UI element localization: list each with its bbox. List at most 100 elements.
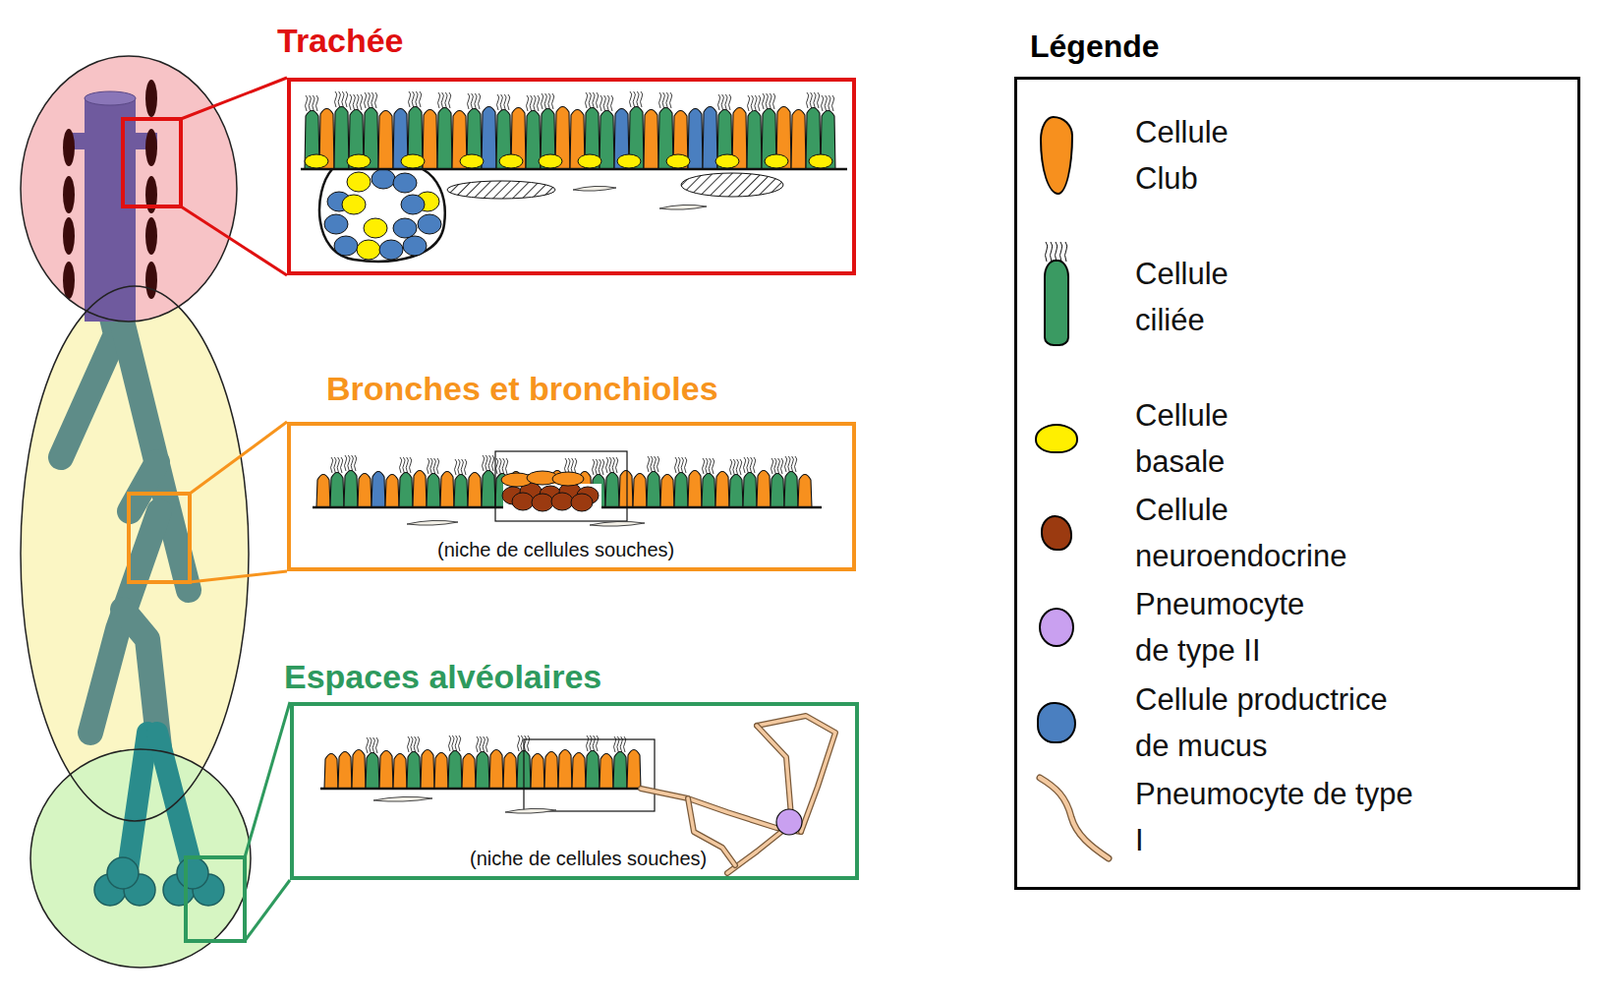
- cilium: [371, 92, 374, 109]
- cilium: [474, 93, 477, 110]
- cilium: [824, 95, 827, 112]
- cilium: [571, 457, 573, 474]
- cilium: [548, 93, 551, 110]
- cilium: [821, 95, 824, 112]
- club-cell: [357, 473, 372, 509]
- cilium: [647, 456, 650, 472]
- cilium: [1060, 241, 1063, 262]
- legend-label: Cellule productrice de mucus: [1135, 676, 1421, 769]
- cilium: [413, 736, 416, 752]
- cilium: [586, 735, 589, 751]
- cilium: [427, 457, 430, 474]
- cilium: [400, 457, 402, 473]
- club-cell: [467, 472, 482, 509]
- cilium: [603, 95, 606, 112]
- club-cell: [434, 752, 449, 790]
- niche-caption: (niche de cellules souches): [434, 537, 678, 562]
- cilium: [410, 736, 413, 752]
- cilium: [657, 456, 660, 472]
- club-cell: [687, 470, 702, 509]
- cartilage-ring: [145, 128, 158, 167]
- cilium: [721, 94, 724, 111]
- cilium: [1055, 241, 1058, 262]
- ciliated-cell: [605, 472, 620, 509]
- cilium: [809, 92, 812, 109]
- cilium: [785, 456, 788, 472]
- cilium: [372, 737, 375, 753]
- cilium: [733, 458, 736, 475]
- legend-label: Cellule neuroendocrine: [1135, 486, 1362, 579]
- cilium: [743, 457, 746, 473]
- cilium: [405, 457, 408, 473]
- cilium: [338, 91, 341, 108]
- cilium: [354, 455, 357, 471]
- ciliated-cell: [448, 750, 462, 790]
- bronchiole: [157, 732, 193, 870]
- cartilage-ring: [62, 261, 75, 299]
- ciliated-cell: [426, 473, 441, 509]
- mucus-cell: [334, 235, 358, 256]
- cilium: [595, 458, 598, 475]
- cilium: [670, 92, 673, 109]
- mucus-cell: [393, 218, 417, 238]
- cilium: [758, 95, 761, 112]
- fibroblast: [406, 519, 458, 525]
- basal-cell: [808, 154, 833, 169]
- cilium: [685, 457, 687, 473]
- ciliated-cell: [475, 751, 490, 790]
- cilium: [409, 457, 412, 473]
- zoom-line: [180, 77, 287, 119]
- cartilage: [681, 172, 784, 197]
- region-outline: [20, 285, 249, 821]
- cilium: [753, 457, 756, 473]
- cilium: [467, 93, 470, 110]
- cilium: [612, 457, 615, 473]
- cilium: [736, 458, 739, 475]
- panel-ground: [289, 701, 859, 880]
- club-cell: [316, 474, 331, 509]
- cilium: [1065, 241, 1068, 262]
- cilium: [360, 94, 363, 111]
- legend-label: Cellule ciliée: [1135, 250, 1303, 343]
- fibroblast: [373, 796, 433, 801]
- cilium: [482, 455, 485, 471]
- fibroblast: [572, 185, 617, 191]
- cilium: [596, 92, 599, 109]
- cilium: [402, 457, 405, 473]
- legend-label: Pneumocyte de type I: [1135, 770, 1421, 863]
- fibroblast: [589, 520, 645, 526]
- type-i-pneumocyte: [756, 725, 792, 816]
- cilium: [640, 91, 643, 108]
- legend-swatch: [1039, 777, 1109, 858]
- cartilage-ring: [62, 217, 75, 255]
- cilium: [791, 456, 794, 472]
- cilium: [773, 93, 776, 110]
- legend-swatch: [1038, 607, 1075, 647]
- legend-swatch: [1039, 115, 1074, 195]
- cilium: [712, 457, 715, 474]
- cilium: [730, 458, 733, 475]
- club-cell: [393, 753, 407, 790]
- club-cell: [791, 110, 806, 171]
- cilium: [600, 95, 603, 112]
- cilium: [1045, 241, 1048, 262]
- club-cell: [530, 753, 545, 790]
- cilium: [504, 94, 507, 111]
- panel-ground: [286, 77, 857, 276]
- cilium: [342, 91, 344, 108]
- ciliated-cell: [454, 474, 468, 509]
- type-i-pneumocyte: [756, 725, 792, 816]
- cilium: [609, 457, 612, 473]
- cilium: [678, 457, 681, 473]
- club-cell: [412, 470, 427, 509]
- cilium: [675, 457, 678, 473]
- cilium: [747, 95, 750, 112]
- type-ii-pneumocyte: [776, 808, 802, 835]
- club-cell: [378, 111, 394, 171]
- trachea-opening: [84, 91, 136, 106]
- cilium: [334, 457, 337, 473]
- cilium: [788, 456, 791, 472]
- cilium: [552, 93, 555, 110]
- cilium: [375, 92, 378, 109]
